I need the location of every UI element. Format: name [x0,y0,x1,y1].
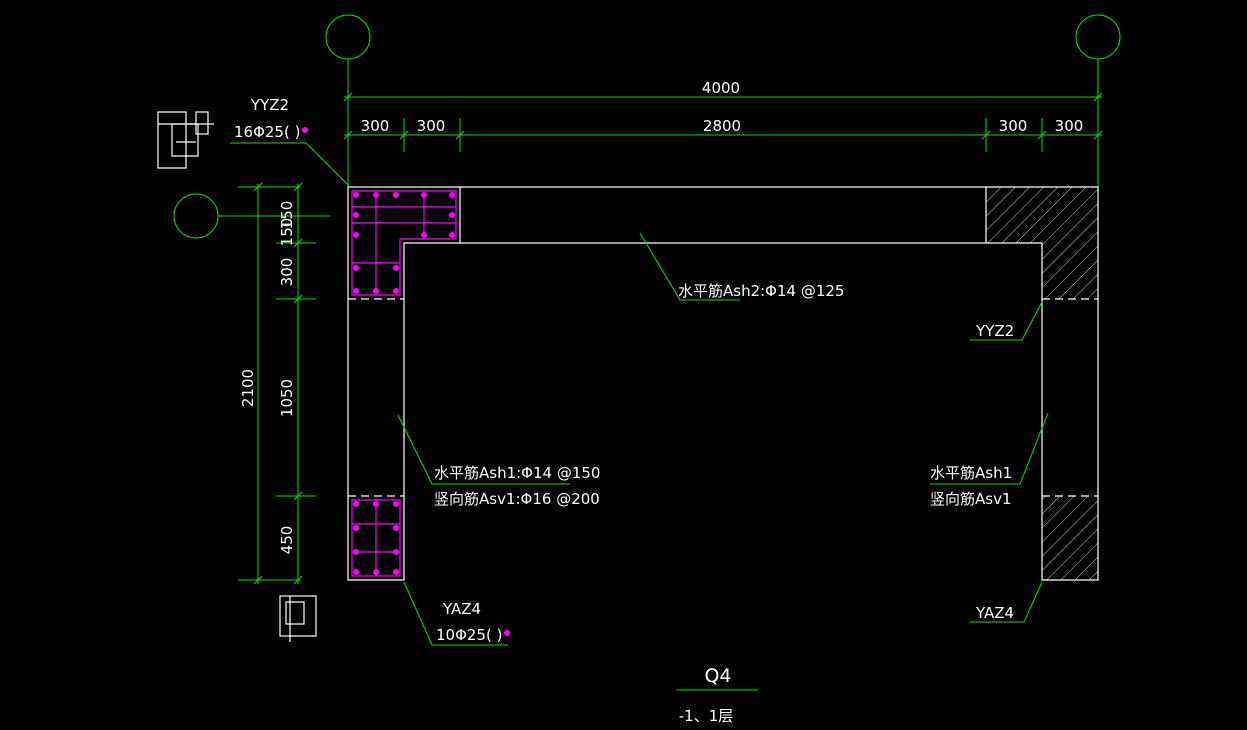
dim-left-seg-4: 1050 [278,379,296,417]
leaders [230,142,1049,646]
dim-top-seg-2: 300 [417,117,446,135]
label-yaz4-bottom: YAZ4 [442,600,481,618]
axis-bubbles [173,14,1121,239]
left-dimensions: 2100 150 150 300 1050 450 [238,182,316,585]
dim-top-seg-3: 2800 [703,117,741,135]
dim-left-seg-3: 300 [278,258,296,287]
dim-left-seg-5: 450 [278,526,296,555]
marker-dot-yyz2 [302,127,308,133]
title-floors: -1、1层 [679,707,734,725]
dim-top-total: 4000 [702,79,740,97]
dim-top-seg-4: 300 [999,117,1028,135]
label-ash1-left: 水平筋Ash1:Φ14 @150 [434,464,600,482]
hatch-regions [986,187,1098,580]
label-ash2: 水平筋Ash2:Φ14 @125 [678,282,844,300]
label-yyz2-top: YYZ2 [250,96,289,114]
rebar-yyz2 [351,190,457,296]
rebar-yaz4 [351,499,401,577]
axis-bubble-left-side [173,193,219,239]
label-yyz2-rebar: 16Φ25( ) [234,123,300,141]
top-dimensions: 4000 300 300 2800 300 300 [343,79,1103,152]
label-yaz4-right: YAZ4 [975,604,1014,622]
wall-outline [347,186,1099,581]
annotations: YYZ2 16Φ25( ) 水平筋Ash2:Φ14 @125 YYZ2 水平筋A… [234,96,1014,644]
title-name: Q4 [704,665,731,687]
hatch-yyz2-right [986,187,1098,299]
drawing-title: Q4 -1、1层 [676,665,758,725]
dim-left-seg-1: 150 [278,201,296,230]
dim-top-seg-5: 300 [1055,117,1084,135]
label-asv1-left: 竖向筋Asv1:Φ16 @200 [434,490,600,508]
label-yyz2-right: YYZ2 [975,322,1014,340]
hatch-yaz4-right [1042,496,1098,580]
label-ash1-right: 水平筋Ash1 [930,464,1012,482]
axis-bubble-left-top [325,14,371,60]
dim-left-total: 2100 [239,369,257,407]
marker-dot-yaz4 [504,630,510,636]
label-asv1-right: 竖向筋Asv1 [930,490,1012,508]
dim-left-seg-2: 150 [278,218,296,247]
dim-top-seg-1: 300 [361,117,390,135]
axis-bubble-right-top [1075,14,1121,60]
section-symbol-bottom-left [279,595,317,642]
section-symbol-top-left [157,111,214,169]
label-yaz4-rebar: 10Φ25( ) [436,626,502,644]
